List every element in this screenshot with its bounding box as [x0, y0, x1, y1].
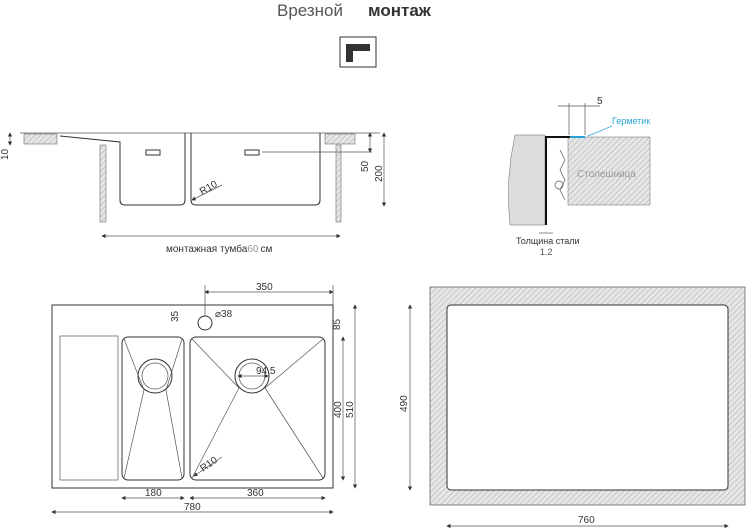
title-regular: Врезной [277, 1, 343, 20]
dim-5: 5 [597, 96, 603, 107]
dim-760: 760 [578, 515, 595, 526]
dim-85: 85 [332, 318, 343, 330]
countertop-label: Столешница [577, 169, 636, 180]
cutout-view: 490 760 [399, 286, 746, 529]
dim-400: 400 [333, 401, 344, 418]
dim-180: 180 [145, 488, 162, 499]
steel-thickness-label: Толщина стали [516, 236, 580, 246]
inset-mount-icon [339, 36, 377, 68]
radius-label-top: R10 [198, 455, 220, 475]
sealant-label: Герметик [612, 116, 650, 126]
detail-view: 5 Герметик Столешница Толщина стали 1.2 [508, 96, 650, 257]
dim-360: 360 [247, 488, 264, 499]
dim-10: 10 [0, 148, 11, 160]
dim-50: 50 [360, 160, 371, 172]
dim-200: 200 [374, 165, 385, 182]
title-bold: монтаж [368, 1, 432, 20]
dim-35: 35 [170, 310, 181, 322]
top-view: 350 35 ⌀38 85 94.5 400 510 R10 180 360 7… [51, 282, 358, 515]
tap-hole-label: ⌀38 [215, 309, 233, 320]
steel-thickness-value: 1.2 [540, 247, 553, 257]
radius-label: R10 [198, 179, 220, 198]
dim-780: 780 [184, 502, 201, 513]
dim-510: 510 [345, 401, 356, 418]
drain-label: 94.5 [256, 366, 276, 377]
dim-490: 490 [399, 395, 410, 412]
dim-350: 350 [256, 282, 273, 293]
